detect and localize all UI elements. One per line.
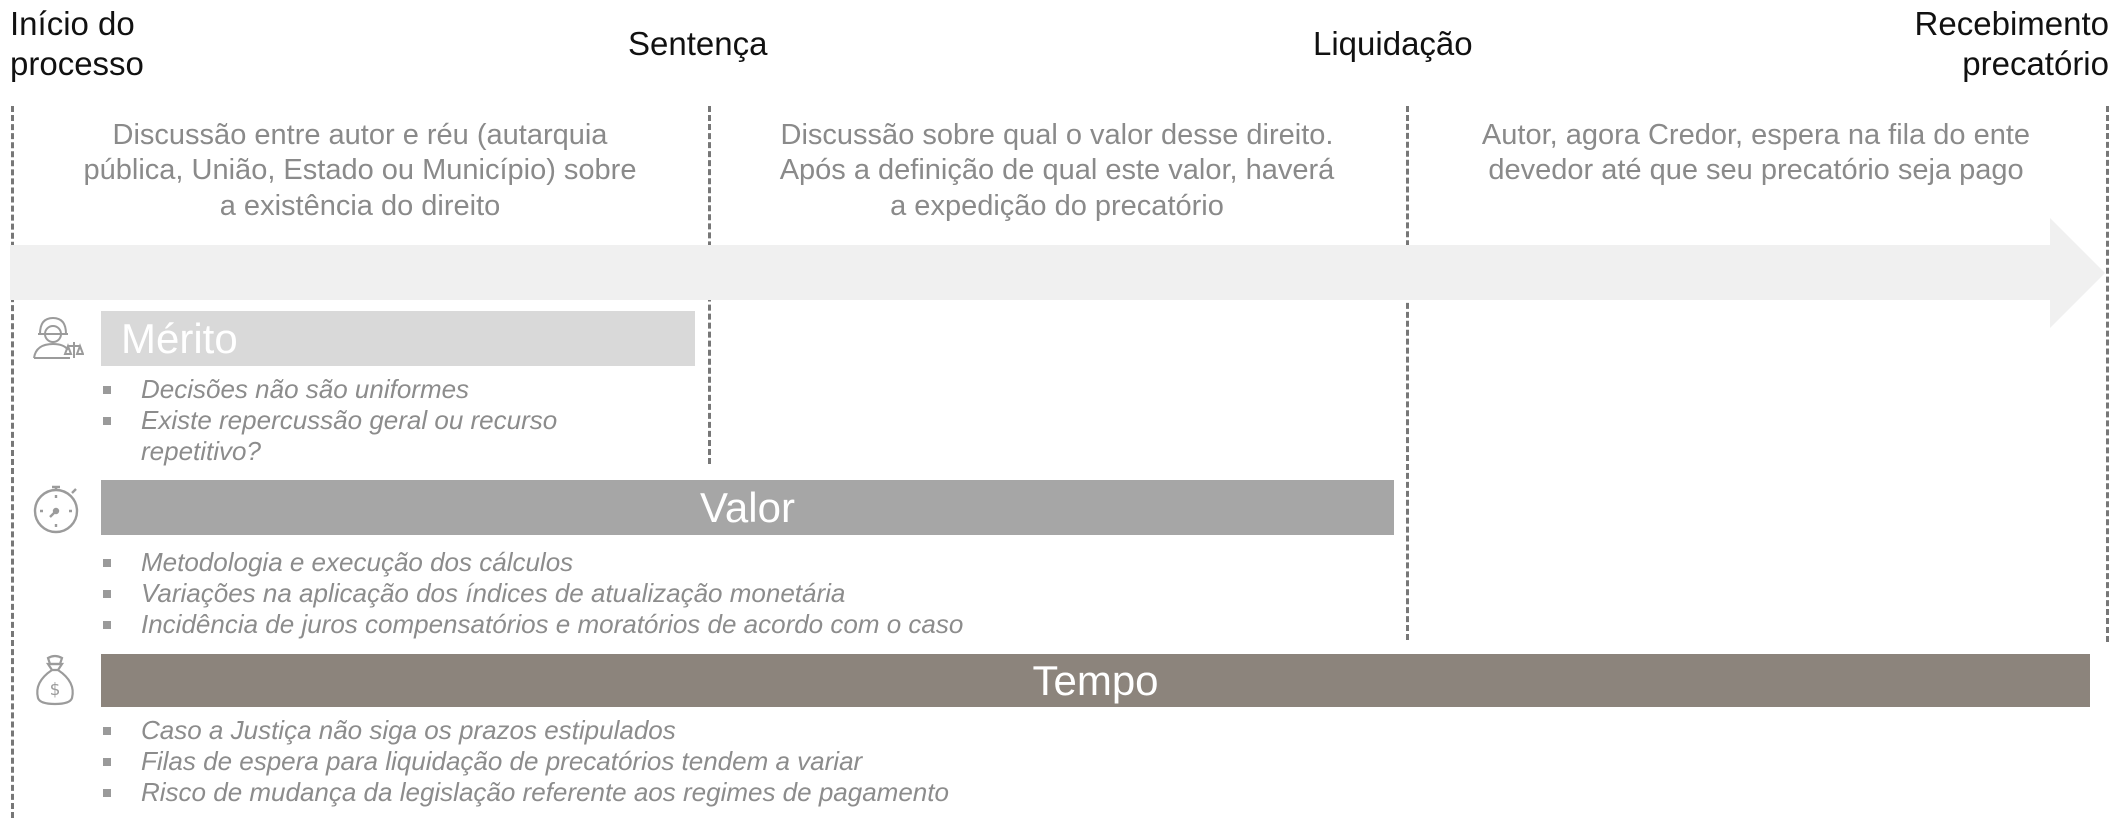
phase3-description-line: devedor até que seu precatório seja pago [1488, 154, 2024, 187]
valor-title: Valor [700, 484, 795, 531]
stopwatch-icon [33, 485, 79, 534]
list-item: Caso a Justiça não siga os prazos estipu… [103, 715, 1393, 746]
timeline-arrow [10, 218, 2105, 328]
phase2-description-line: a expedição do precatório [890, 189, 1224, 222]
phase1-description: Discussão entre autor e réu (autarquia p… [24, 118, 696, 224]
tempo-title: Tempo [1032, 657, 1159, 704]
stage-recebimento-line2: precatório [1962, 44, 2109, 82]
stage-inicio-label: Início do processo [10, 4, 144, 83]
list-item: Filas de espera para liquidação de preca… [103, 746, 1393, 777]
phase3-description-line: Autor, agora Credor, espera na fila do e… [1481, 119, 2031, 151]
stage-line-recebimento [2106, 106, 2109, 642]
list-item: Decisões não são uniformes [103, 374, 723, 405]
list-item: Risco de mudança da legislação referente… [103, 777, 1393, 808]
svg-text:$: $ [50, 680, 61, 700]
list-item: Metodologia e execução dos cálculos [103, 547, 1393, 578]
valor-bar: Valor [101, 480, 1394, 535]
phase2-description-line: Discussão sobre qual o valor desse direi… [780, 119, 1334, 151]
phase2-description: Discussão sobre qual o valor desse direi… [716, 118, 1398, 224]
stage-recebimento-line1: Recebimento [1914, 5, 2109, 42]
stage-liquidacao-label: Liquidação [1313, 25, 1473, 62]
stage-sentenca-label: Sentença [628, 25, 768, 62]
stage-inicio-line2: processo [10, 44, 144, 82]
judge-scales-icon [33, 316, 84, 359]
tempo-bullets: Caso a Justiça não siga os prazos estipu… [103, 715, 1393, 808]
list-item: repetitivo? [141, 436, 261, 466]
tempo-bar: Tempo [101, 654, 2090, 707]
merito-bar: Mérito [101, 311, 695, 366]
merito-title: Mérito [121, 315, 238, 362]
stage-line-inicio [11, 106, 14, 818]
list-item: Variações na aplicação dos índices de at… [103, 578, 1393, 609]
stage-recebimento-label: Recebimento precatório [1915, 4, 2109, 83]
valor-bullets: Metodologia e execução dos cálculos Vari… [103, 547, 1393, 640]
list-item: Existe repercussão geral ou recurso [103, 405, 723, 436]
phase3-description: Autor, agora Credor, espera na fila do e… [1414, 118, 2098, 189]
money-bag-icon: $ [36, 654, 74, 706]
stage-inicio-line1: Início do [10, 5, 135, 42]
merito-bullets: Decisões não são uniformes Existe reperc… [103, 374, 723, 467]
stage-line-liquidacao [1406, 106, 1409, 640]
phase1-description-line: Discussão entre autor e réu (autarquia [112, 119, 608, 151]
phase1-description-line: a existência do direito [219, 189, 501, 222]
phase2-description-line: Após a definição de qual este valor, hav… [779, 154, 1335, 187]
list-item: Incidência de juros compensatórios e mor… [103, 609, 1393, 640]
phase1-description-line: pública, União, Estado ou Município) sob… [83, 154, 637, 187]
